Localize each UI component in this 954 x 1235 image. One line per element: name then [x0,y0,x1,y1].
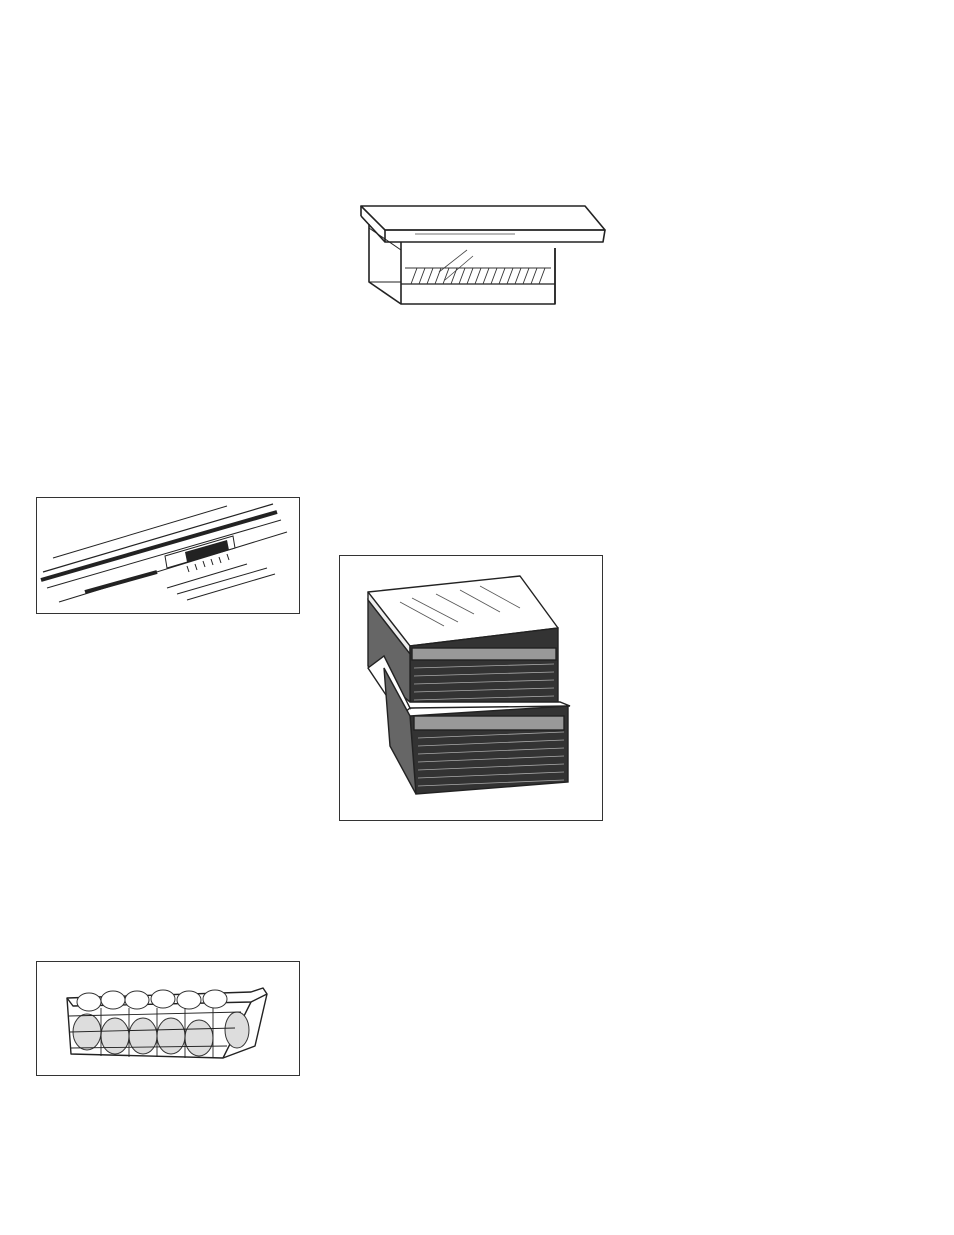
shelf-edge-control-illustration [36,497,300,614]
hanging-shelf-drawer-illustration [355,198,611,310]
fruit-bin-drawing [37,962,298,1074]
stacked-crisper-drawers-illustration [339,555,603,821]
fruit-bin-illustration [36,961,300,1076]
hanging-shelf-drawer-drawing [355,198,611,310]
shelf-edge-control-drawing [37,498,298,612]
stacked-crisper-drawers-drawing [340,556,601,819]
